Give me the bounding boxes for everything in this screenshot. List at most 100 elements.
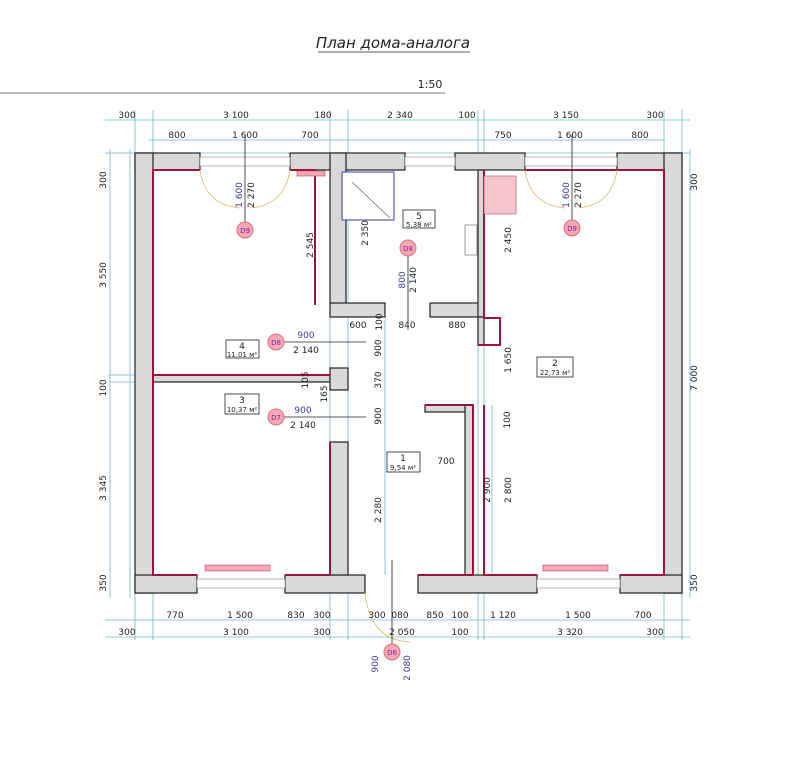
room-number: 4 <box>239 342 245 352</box>
dim-label: 1 500 <box>565 611 591 621</box>
dim-label: 180 <box>314 111 331 121</box>
door-tag-d8-room4: D8 <box>271 339 281 347</box>
dim-label: 2 340 <box>387 111 413 121</box>
shower-tray <box>341 171 395 221</box>
dim-label: 2 050 <box>389 628 415 638</box>
dim-label: 1 600 <box>235 182 245 208</box>
dim-label: 900 <box>297 331 314 341</box>
dim-label: 900 <box>374 407 384 424</box>
room-number: 3 <box>239 396 245 406</box>
dim-label: 2 280 <box>374 497 384 523</box>
dims-left: 300 3 550 100 3 345 350 <box>99 171 109 591</box>
dim-label: 100 <box>451 628 468 638</box>
dim-label: 165 <box>320 385 330 402</box>
dim-label: 840 <box>398 321 415 331</box>
dim-label: 3 550 <box>99 262 109 288</box>
room-5-label: 55,38 м² <box>402 209 436 229</box>
dim-label: 2 545 <box>306 232 316 258</box>
door-d6-height: 2 080 <box>403 655 413 681</box>
dim-label: 700 <box>437 457 454 467</box>
dim-label: 700 <box>301 131 318 141</box>
dim-label: 105 <box>301 371 311 388</box>
room-3-label: 310,37 м² <box>224 393 260 415</box>
dims-bottom-inner: 770 1 500 830 300 300 080 850 100 1 120 … <box>166 611 651 621</box>
room-number: 5 <box>416 212 422 222</box>
dim-label: 100 <box>451 611 468 621</box>
dim-label: 770 <box>166 611 183 621</box>
dim-label: 850 <box>426 611 443 621</box>
dim-label: 1 650 <box>504 347 514 373</box>
dim-label: 080 <box>391 611 408 621</box>
boiler <box>483 175 517 215</box>
dim-label: 1 600 <box>562 182 572 208</box>
dim-label: 100 <box>503 411 513 428</box>
dim-label: 300 <box>118 628 135 638</box>
dim-label: 350 <box>690 574 700 591</box>
dim-label: 2 450 <box>504 227 514 253</box>
dim-label: 3 100 <box>223 628 249 638</box>
dim-label: 100 <box>375 313 385 330</box>
dim-label: 300 <box>118 111 135 121</box>
room-number: 1 <box>400 454 406 464</box>
dim-label: 3 100 <box>223 111 249 121</box>
dim-label: 2 350 <box>361 220 371 246</box>
room-labels: 19,54 м² 222,73 м² 310,37 м² 411,01 м² 5… <box>224 209 574 473</box>
fixtures <box>199 169 618 643</box>
room-area: 5,38 м² <box>406 221 432 229</box>
room-area: 10,37 м² <box>227 406 258 414</box>
dim-label: 3 320 <box>557 628 583 638</box>
room-number: 2 <box>552 359 558 369</box>
room-2-label: 222,73 м² <box>536 356 574 378</box>
door-tag-d7: D7 <box>271 414 281 422</box>
dim-label: 2 270 <box>247 182 257 208</box>
door-d6-width: 900 <box>371 655 381 672</box>
dim-label: 830 <box>287 611 304 621</box>
room-area: 11,01 м² <box>227 351 258 359</box>
door-tag-d6: D6 <box>387 649 397 657</box>
dim-label: 900 <box>294 406 311 416</box>
dim-label: 2 900 <box>483 477 493 503</box>
dim-label: 1 600 <box>557 131 583 141</box>
dim-label: 700 <box>634 611 651 621</box>
dim-label: 300 <box>313 611 330 621</box>
dim-label: 100 <box>458 111 475 121</box>
door-markers: D9 D9 D8 D8 D7 D6 <box>236 135 581 661</box>
dims-top-inner: 800 1 600 700 750 1 600 800 <box>168 131 648 141</box>
dim-label: 1 500 <box>227 611 253 621</box>
dims-right: 300 7 000 350 <box>690 173 700 591</box>
dim-label: 300 <box>646 111 663 121</box>
dims-interior: 2 545 2 350 800 2 140 600 100 840 880 90… <box>235 182 584 681</box>
dim-label: 800 <box>398 271 408 288</box>
dim-label: 2 140 <box>290 421 316 431</box>
dim-label: 2 800 <box>504 477 514 503</box>
dim-label: 600 <box>349 321 366 331</box>
dim-label: 900 <box>374 339 384 356</box>
walls <box>134 152 683 594</box>
dim-label: 7 000 <box>690 365 700 391</box>
room-area: 22,73 м² <box>540 369 571 377</box>
dim-label: 300 <box>313 628 330 638</box>
room-1-label: 19,54 м² <box>386 451 421 473</box>
door-tag-d8-bath: D8 <box>403 245 413 253</box>
dims-bottom-outer: 300 3 100 300 2 050 100 3 320 300 <box>118 628 663 638</box>
dim-label: 370 <box>374 371 384 388</box>
dim-label: 2 270 <box>574 182 584 208</box>
dim-label: 2 140 <box>293 346 319 356</box>
door-tag-d9-right: D9 <box>567 225 577 233</box>
plan-title: План дома-аналога <box>316 34 470 52</box>
dim-label: 800 <box>168 131 185 141</box>
dim-label: 350 <box>99 574 109 591</box>
dim-label: 2 140 <box>409 267 419 293</box>
dim-label: 300 <box>646 628 663 638</box>
radiator-left <box>296 170 326 177</box>
scale-label: 1:50 <box>418 78 443 91</box>
dim-label: 100 <box>99 379 109 396</box>
dims-top-outer: 300 3 100 180 2 340 100 3 150 300 <box>118 111 663 121</box>
dim-label: 3 345 <box>99 475 109 501</box>
dim-label: 300 <box>99 171 109 188</box>
radiator-room2 <box>542 564 609 572</box>
dim-label: 300 <box>368 611 385 621</box>
dim-label: 1 120 <box>490 611 516 621</box>
door-tag-d9-left: D9 <box>240 227 250 235</box>
